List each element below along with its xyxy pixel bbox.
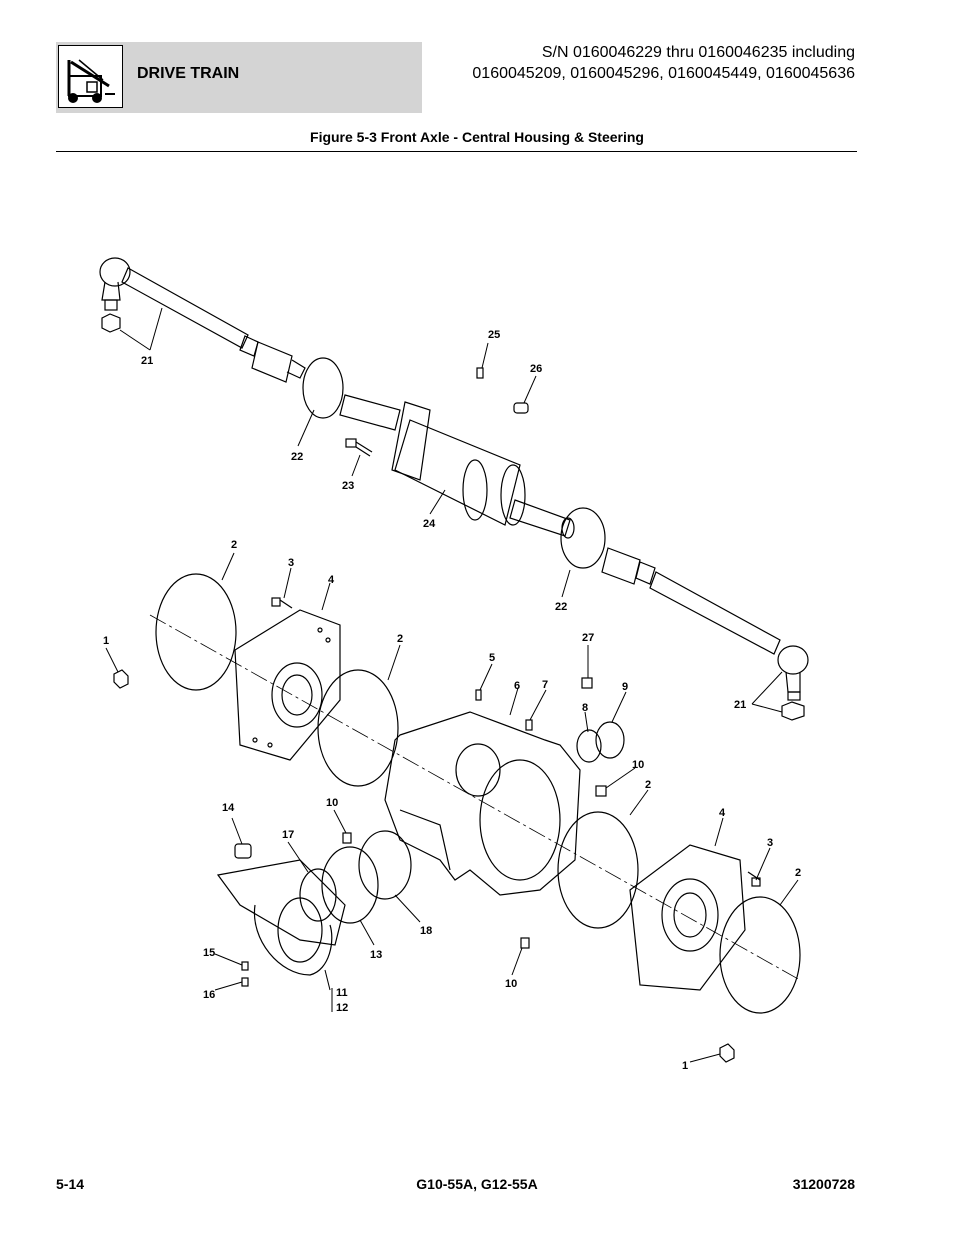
callout-16: 16 bbox=[203, 989, 215, 1001]
callout-2: 2 bbox=[397, 633, 403, 645]
forklift-logo-icon bbox=[58, 45, 123, 108]
boot-22-lower bbox=[560, 507, 606, 569]
section-title: DRIVE TRAIN bbox=[137, 65, 240, 82]
gasket-2-middle bbox=[317, 669, 399, 787]
gasket-2-far-right bbox=[719, 896, 801, 1014]
callout-6: 6 bbox=[514, 680, 520, 692]
callout-14: 14 bbox=[222, 802, 235, 814]
callout-13: 13 bbox=[370, 949, 382, 961]
plug-10-lower bbox=[520, 937, 530, 949]
callout-1: 1 bbox=[682, 1060, 688, 1072]
callout-2: 2 bbox=[231, 539, 237, 551]
plug-10-right bbox=[595, 785, 607, 797]
callout-21: 21 bbox=[734, 699, 746, 711]
tie-rod-left bbox=[99, 257, 306, 383]
plug-1-right bbox=[719, 1043, 735, 1063]
bolt-3-left bbox=[271, 597, 293, 609]
gasket-2-left-outer bbox=[155, 573, 237, 691]
o-ring-8 bbox=[576, 729, 602, 763]
callout-3: 3 bbox=[288, 557, 294, 569]
leader-lines bbox=[105, 307, 799, 1063]
model-numbers: G10-55A, G12-55A bbox=[416, 1176, 538, 1192]
callout-1: 1 bbox=[103, 635, 109, 647]
ring-18 bbox=[358, 830, 412, 900]
bushing-13 bbox=[321, 846, 379, 924]
small-parts-25-26 bbox=[476, 367, 529, 414]
callout-4: 4 bbox=[719, 807, 726, 819]
bolt-3-right bbox=[747, 871, 761, 887]
callout-7: 7 bbox=[542, 679, 548, 691]
callout-10: 10 bbox=[505, 978, 517, 990]
trunnion-bracket-11-12 bbox=[216, 843, 346, 976]
callout-2: 2 bbox=[645, 779, 651, 791]
serial-number-range: S/N 0160046229 thru 0160046235 including… bbox=[472, 42, 855, 84]
callout-22: 22 bbox=[555, 601, 567, 613]
callout-27: 27 bbox=[582, 632, 594, 644]
center-axis-line bbox=[149, 614, 801, 981]
callout-15: 15 bbox=[203, 947, 215, 959]
callout-labels: 21 25 26 22 23 24 2 3 4 1 22 2 5 6 7 27 … bbox=[103, 329, 801, 1072]
callout-21: 21 bbox=[141, 355, 153, 367]
document-number: 31200728 bbox=[792, 1176, 855, 1192]
header-divider bbox=[56, 151, 857, 152]
callout-8: 8 bbox=[582, 702, 588, 714]
callout-12: 12 bbox=[336, 1002, 348, 1014]
steering-cylinder bbox=[339, 394, 575, 539]
callout-3: 3 bbox=[767, 837, 773, 849]
plug-5 bbox=[475, 689, 482, 701]
plug-15 bbox=[241, 961, 249, 971]
serial-line-1: S/N 0160046229 thru 0160046235 including bbox=[541, 44, 855, 61]
callout-22: 22 bbox=[291, 451, 303, 463]
callout-25: 25 bbox=[488, 329, 500, 341]
tie-rod-right bbox=[601, 547, 809, 721]
plug-27 bbox=[581, 677, 593, 689]
callout-10: 10 bbox=[326, 797, 338, 809]
figure-title: Figure 5-3 Front Axle - Central Housing … bbox=[310, 129, 644, 145]
serial-line-2: 0160045209, 0160045296, 0160045449, 0160… bbox=[472, 65, 855, 82]
callout-10: 10 bbox=[632, 759, 644, 771]
callout-24: 24 bbox=[423, 518, 436, 530]
cover-plate-4-right bbox=[629, 844, 746, 991]
plug-1-left bbox=[113, 669, 129, 689]
plug-16 bbox=[241, 977, 249, 987]
callout-26: 26 bbox=[530, 363, 542, 375]
callout-11: 11 bbox=[336, 987, 348, 999]
callout-5: 5 bbox=[489, 652, 495, 664]
o-ring-9 bbox=[595, 721, 625, 759]
callout-4: 4 bbox=[328, 574, 335, 586]
bolt-23 bbox=[345, 438, 373, 457]
callout-9: 9 bbox=[622, 681, 628, 693]
page-number: 5-14 bbox=[56, 1176, 85, 1192]
callout-2: 2 bbox=[795, 867, 801, 879]
cover-plate-4-left bbox=[234, 609, 341, 761]
plug-10-middle bbox=[342, 832, 352, 844]
plug-7 bbox=[525, 719, 533, 731]
gasket-2-right bbox=[557, 811, 639, 929]
central-housing-6 bbox=[384, 711, 581, 896]
callout-18: 18 bbox=[420, 925, 432, 937]
callout-23: 23 bbox=[342, 480, 354, 492]
seal-17 bbox=[299, 868, 337, 922]
boot-22-upper bbox=[302, 357, 344, 419]
callout-17: 17 bbox=[282, 829, 294, 841]
